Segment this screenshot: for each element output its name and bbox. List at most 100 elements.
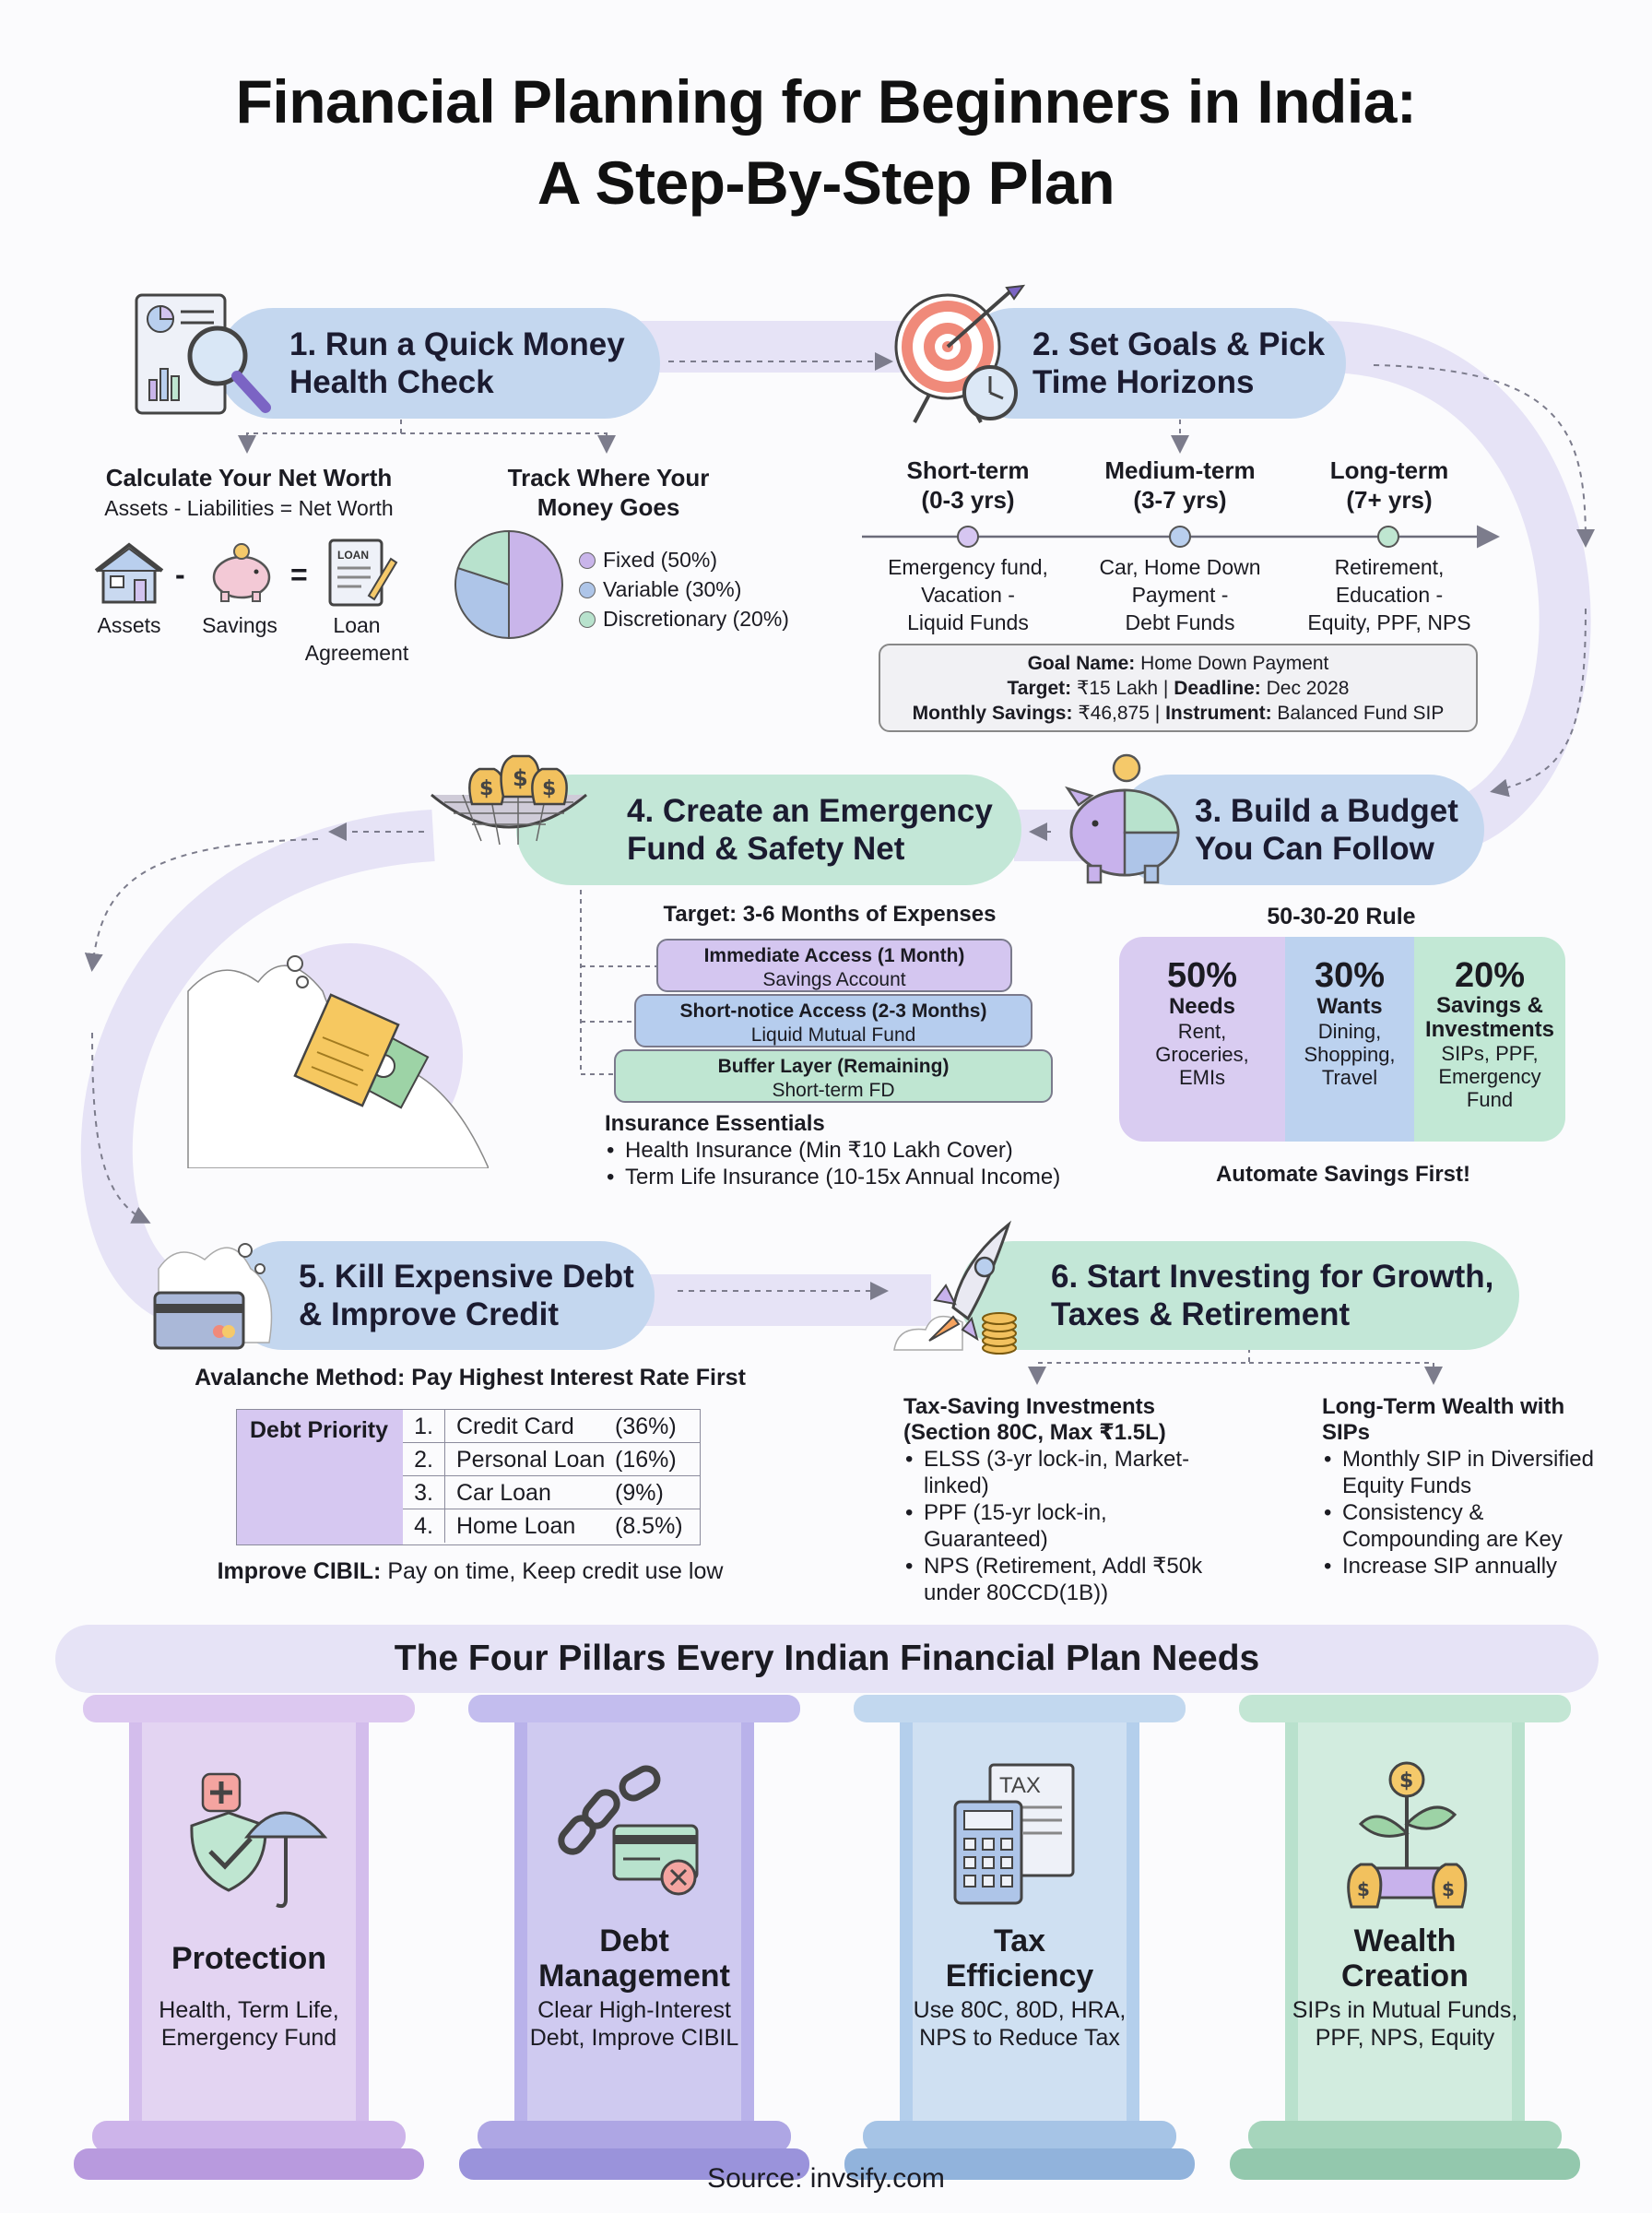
cibil-text: Pay on time, Keep credit use low [387, 1558, 724, 1584]
insurance-list: Health Insurance (Min ₹10 Lakh Cover) Te… [605, 1137, 1103, 1190]
pillar-tax-desc: Use 80C, 80D, HRA, NPS to Reduce Tax [913, 1997, 1127, 2051]
insurance-title: Insurance Essentials [605, 1111, 825, 1136]
flying-money-icon [187, 943, 490, 1169]
pillar-tax-base-top [863, 2121, 1176, 2152]
budget-col-wants-desc: Dining, Shopping, Travel [1304, 1020, 1396, 1089]
insurance-item-health: Health Insurance (Min ₹10 Lakh Cover) [605, 1137, 1103, 1164]
expense-pie-chart [454, 529, 563, 640]
legend-swatch-fixed [579, 552, 596, 569]
goal-deadline-label: Deadline: [1174, 678, 1261, 699]
pillar-debt-body [514, 1722, 754, 2124]
pie-slice-variable [454, 566, 510, 640]
step1-pill: 1. Run a Quick Money Health Check [218, 308, 660, 419]
pillar-debt-base-top [478, 2121, 791, 2152]
networth-minus: - [175, 558, 185, 591]
svg-text:$: $ [1442, 1878, 1455, 1900]
layer-immediate-name: Immediate Access (1 Month) [703, 945, 965, 966]
debt-list: 1.Credit Card(36%) 2.Personal Loan(16%) … [403, 1410, 700, 1544]
loan-document-icon: LOAN [328, 538, 398, 607]
tax-tag: TAX [999, 1773, 1041, 1798]
step3-title: 3. Build a Budget You Can Follow [1195, 793, 1458, 867]
credit-card-cloud-icon [153, 1243, 273, 1350]
wealth-sip-list: Monthly SIP in Diversified Equity Funds … [1322, 1446, 1608, 1580]
horizon-short-desc-2: Vacation - [921, 583, 1015, 607]
networth-equals: = [290, 558, 308, 591]
debt-rate: (9%) [615, 1480, 664, 1506]
pillar-protection-base [74, 2148, 424, 2180]
pillar-debt-desc: Clear High-Interest Debt, Improve CIBIL [529, 1997, 739, 2051]
tax-saving-block: Tax-Saving Investments (Section 80C, Max… [903, 1394, 1235, 1606]
goal-card: Goal Name: Home Down Payment Target: ₹15… [879, 644, 1478, 732]
page-title: Financial Planning for Beginners in Indi… [0, 61, 1652, 223]
horizon-long: Long-term (7+ yrs) [1279, 456, 1500, 515]
budget-col-savings: 20% Savings & Investments SIPs, PPF, Eme… [1414, 937, 1565, 1142]
goal-sep-1: | [1162, 678, 1169, 699]
goal-name-label: Goal Name: [1027, 653, 1136, 674]
layer-buffer: Buffer Layer (Remaining) Short-term FD [614, 1049, 1053, 1103]
step5-title: 5. Kill Expensive Debt & Improve Credit [299, 1259, 634, 1332]
icon-label-savings: Savings [202, 613, 277, 637]
wealth-sip-block: Long-Term Wealth with SIPs Monthly SIP i… [1322, 1394, 1608, 1580]
tax-saving-title: Tax-Saving Investments (Section 80C, Max… [903, 1394, 1166, 1445]
goal-monthly-row: Monthly Savings: ₹46,875 | Instrument: B… [880, 701, 1476, 726]
tax-item-nps: NPS (Retirement, Addl ₹50k under 80CCD(1… [903, 1553, 1235, 1606]
svg-text:$: $ [1399, 1769, 1413, 1793]
horizon-short: Short-term (0-3 yrs) [857, 456, 1079, 515]
pie-legend: Fixed (50%) Variable (30%) Discretionary… [579, 546, 789, 633]
pillar-wealth-desc: SIPs in Mutual Funds, PPF, NPS, Equity [1292, 1997, 1518, 2051]
step1-title: 1. Run a Quick Money Health Check [289, 326, 625, 400]
debt-name: Car Loan [456, 1480, 551, 1506]
chain-card-icon [558, 1765, 699, 1896]
pillar-wealth-base-top [1248, 2121, 1562, 2152]
horizon-long-desc-2: Education - [1335, 583, 1444, 607]
pillar-wealth-cap [1239, 1695, 1571, 1722]
budget-col-savings-desc: SIPs, PPF, Emergency Fund [1438, 1042, 1541, 1111]
debt-row-1: 1.Credit Card(36%) [403, 1410, 700, 1443]
tax-saving-list: ELSS (3-yr lock-in, Market-linked) PPF (… [903, 1446, 1235, 1606]
horizon-medium: Medium-term (3-7 yrs) [1069, 456, 1291, 515]
step4-pill: 4. Create an Emergency Fund & Safety Net [516, 775, 1021, 885]
pillars-heading-banner: The Four Pillars Every Indian Financial … [55, 1625, 1599, 1693]
budget-col-needs-pct: 50% [1166, 956, 1238, 995]
budget-rule-title: 50-30-20 Rule [1267, 904, 1416, 929]
debt-rank: 3. [403, 1476, 445, 1509]
svg-text:$: $ [1357, 1878, 1370, 1900]
debt-row-2: 2.Personal Loan(16%) [403, 1443, 700, 1476]
house-icon [94, 542, 164, 604]
horizon-long-name: Long-term [1329, 456, 1449, 484]
horizon-short-desc-3: Liquid Funds [907, 610, 1029, 634]
debt-rate: (36%) [615, 1414, 677, 1439]
timeline-dots [957, 526, 1399, 548]
wealth-item-increase: Increase SIP annually [1322, 1553, 1608, 1580]
pillar-debt-title: Debt Management [538, 1923, 730, 1994]
cibil-label: Improve CIBIL: [217, 1558, 382, 1584]
pillar-tax-title: Tax Efficiency [945, 1923, 1094, 1994]
step6-pill: 6. Start Investing for Growth, Taxes & R… [959, 1241, 1519, 1350]
step2-title: 2. Set Goals & Pick Time Horizons [1032, 326, 1326, 400]
debt-name: Home Loan [456, 1513, 576, 1539]
legend-item-fixed: Fixed (50%) [579, 546, 789, 574]
debt-rank: 2. [403, 1443, 445, 1475]
tax-item-elss: ELSS (3-yr lock-in, Market-linked) [903, 1446, 1235, 1499]
horizon-short-range: (0-3 yrs) [921, 486, 1015, 514]
goal-name-row: Goal Name: Home Down Payment [880, 651, 1476, 676]
goal-instrument-label: Instrument: [1165, 703, 1272, 724]
budget-col-savings-name: Savings & Investments [1424, 993, 1555, 1042]
debt-row-4: 4.Home Loan(8.5%) [403, 1509, 700, 1543]
horizon-medium-desc-1: Car, Home Down [1099, 555, 1261, 579]
svg-text:$: $ [479, 777, 493, 800]
track-money-title: Track Where Your Money Goes [507, 464, 710, 521]
horizon-long-desc-3: Equity, PPF, NPS [1307, 610, 1471, 634]
layer-immediate: Immediate Access (1 Month) Savings Accou… [656, 939, 1012, 992]
horizon-short-name: Short-term [906, 456, 1030, 484]
goal-monthly-value: ₹46,875 [1078, 703, 1150, 724]
layer-short-notice-name: Short-notice Access (2-3 Months) [679, 1000, 987, 1022]
pie-slice-fixed [508, 529, 563, 640]
step2-pill: 2. Set Goals & Pick Time Horizons [959, 308, 1346, 419]
debt-row-3: 3. Car Loan (9%) [403, 1476, 700, 1509]
legend-label-variable: Variable (30%) [603, 577, 742, 601]
report-magnifier-icon [135, 293, 271, 415]
wealth-sip-title: Long-Term Wealth with SIPs [1322, 1394, 1565, 1445]
legend-item-variable: Variable (30%) [579, 575, 789, 603]
